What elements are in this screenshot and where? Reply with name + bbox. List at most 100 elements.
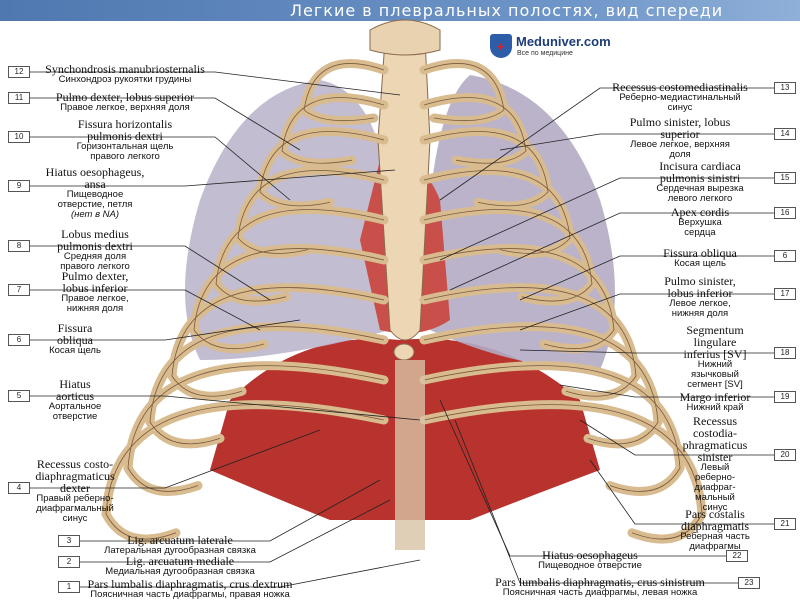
leader-line xyxy=(80,499,391,563)
label-number-box: 15 xyxy=(774,172,796,184)
label-latin: Pulmo dexter, lobus superior xyxy=(55,90,195,104)
label-1: Pars lumbalis diaphragmatis, crus dextru… xyxy=(88,578,293,600)
label-russian: Реберная часть xyxy=(680,531,750,542)
label-latin: Pars costalis xyxy=(685,507,745,521)
label-23: Pars lumbalis diaphragmatis, crus sinist… xyxy=(495,576,705,598)
label-number-box: 2 xyxy=(58,556,80,568)
label-latin: diaphragmatis xyxy=(681,519,749,533)
label-latin: Segmentum xyxy=(686,323,744,337)
page-title: Легкие в плевральных полостях, вид спере… xyxy=(290,1,724,20)
label-russian: Правый реберно- xyxy=(36,493,114,504)
leader-line xyxy=(30,245,271,301)
logo-tagline: Все по медицине xyxy=(517,50,573,57)
label-number-box: 19 xyxy=(774,391,796,403)
label-number-box: 23 xyxy=(738,577,760,589)
shield-icon: + xyxy=(490,34,512,58)
label-russian: нижняя доля xyxy=(671,308,729,319)
label-latin: superior xyxy=(660,127,700,141)
label-russian: сегмент [SV] xyxy=(687,379,743,390)
label-number-box: 17 xyxy=(774,288,796,300)
label-russian: Пищеводное xyxy=(66,189,124,200)
rib xyxy=(303,63,385,122)
rib xyxy=(423,326,659,445)
label-russian: Левый xyxy=(700,462,730,473)
label-latin: inferius [SV] xyxy=(683,347,747,361)
rib xyxy=(127,365,385,492)
label-latin: Hiatus oesophageus, xyxy=(45,165,145,179)
label-latin: Pulmo sinister, lobus xyxy=(629,115,731,129)
leader-line xyxy=(439,177,774,261)
rib xyxy=(423,97,527,164)
label-russian: Косая щель xyxy=(49,345,101,356)
label-latin: phragmaticus xyxy=(682,438,748,452)
label-russian: синус xyxy=(667,102,693,113)
label-russian: Правое легкое, xyxy=(61,293,129,304)
leader-line xyxy=(30,136,291,201)
label-russian: Реберно-медиастинальный xyxy=(619,92,741,103)
label-number-box: 13 xyxy=(774,82,796,94)
label-latin: Pulmo dexter, xyxy=(61,269,129,283)
label-russian: Нижний край xyxy=(686,402,744,413)
label-latin: Pars lumbalis diaphragmatis, crus dextru… xyxy=(87,577,293,591)
label-number-box: 7 xyxy=(8,284,30,296)
label-number-box: 12 xyxy=(8,66,30,78)
leader-line xyxy=(30,169,396,187)
label-latin: aorticus xyxy=(56,389,94,403)
leader-line xyxy=(439,399,726,557)
label-number-box: 8 xyxy=(8,240,30,252)
label-latin: sinister xyxy=(697,450,733,464)
label-russian: диафрагмальный xyxy=(36,503,114,514)
label-latin: Fissura horizontalis xyxy=(77,117,173,131)
rib xyxy=(171,287,385,397)
label-latin: ansa xyxy=(84,177,106,191)
rib xyxy=(423,170,571,254)
rib xyxy=(423,209,593,302)
label-latin: Synchondrosis manubriosternalis xyxy=(45,62,205,76)
rib xyxy=(423,365,681,492)
label-russian: мальный xyxy=(695,492,735,503)
leader-line xyxy=(30,289,261,331)
label-russian: отверстие, петля xyxy=(57,199,133,210)
label-number-box: 3 xyxy=(58,535,80,547)
label-russian: Средняя доля xyxy=(63,251,127,262)
label-russian: (нет в NA) xyxy=(70,209,120,220)
label-russian: правого легкого xyxy=(60,261,130,272)
label-latin: Recessus costo- xyxy=(36,457,114,471)
leader-line xyxy=(499,133,774,151)
title-bar: Легкие в плевральных полостях, вид спере… xyxy=(0,0,800,21)
label-latin: Hiatus xyxy=(59,377,91,391)
label-russian: Пищеводное отверстие xyxy=(538,560,642,571)
label-russian: Правое легкое, верхняя доля xyxy=(60,102,190,113)
label-russian: синус xyxy=(702,502,728,513)
label-latin: Hiatus oesophageus xyxy=(542,548,638,562)
rib xyxy=(423,131,549,207)
label-number-box: 22 xyxy=(726,550,748,562)
cross-icon: + xyxy=(497,39,505,54)
label-russian: Левое легкое, xyxy=(669,298,731,309)
label-latin: lingulare xyxy=(693,335,737,349)
label-number-box: 11 xyxy=(8,92,30,104)
leader-line xyxy=(30,429,321,489)
label-russian: Синхондроз рукоятки грудины xyxy=(58,74,192,85)
label-russian: диафрагмы xyxy=(689,541,741,552)
label-latin: costodia- xyxy=(693,426,737,440)
label-number-box: 10 xyxy=(8,131,30,143)
label-latin: Recessus xyxy=(693,414,737,428)
label-latin: pulmonis dextri xyxy=(57,239,133,253)
label-latin: Recessus costomediastinalis xyxy=(612,80,748,94)
label-latin: diaphragmaticus xyxy=(35,469,115,483)
leader-line xyxy=(519,293,774,331)
